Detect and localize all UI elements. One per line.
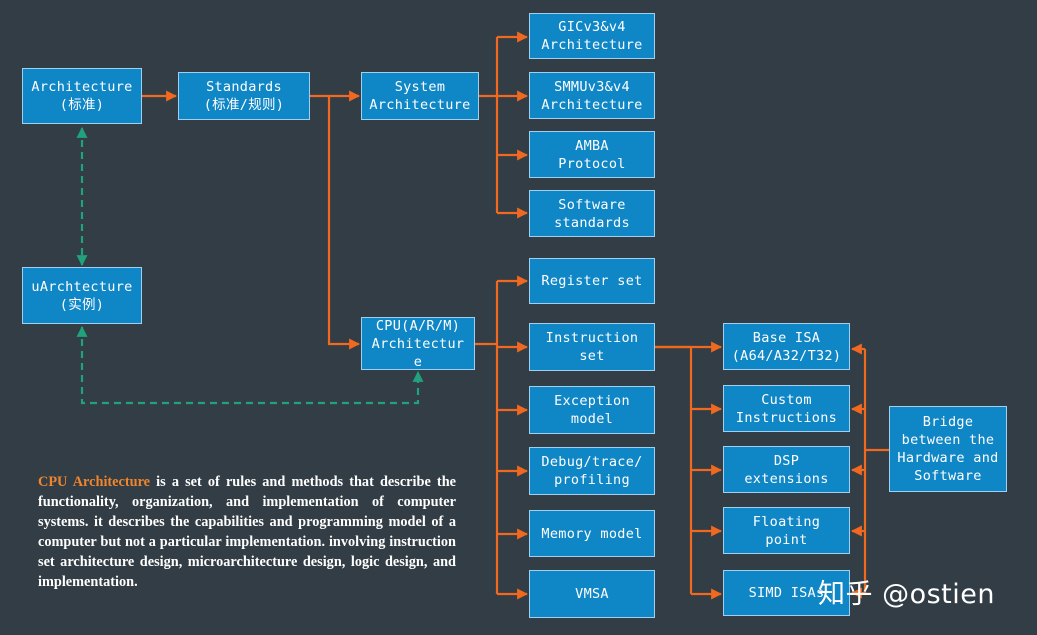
software-standards-node: Software standards — [529, 190, 655, 237]
debug-node-line1: Debug/trace/ — [541, 454, 643, 470]
smmu-node-line1: SMMUv3&v4 — [554, 78, 630, 95]
instruction-set-node-line2: set — [579, 348, 605, 364]
uarchitecture-node-line2: (实例) — [59, 296, 105, 313]
base-isa-node-line2: (A64/A32/T32) — [731, 347, 842, 364]
vmsa-node: VMSA — [529, 570, 655, 618]
software-standards-node-line2: standards — [554, 214, 630, 231]
amba-node: AMBA Protocol — [529, 131, 655, 178]
architecture-node-line2: (标准) — [59, 97, 105, 113]
instruction-set-node: Instruction set — [529, 323, 655, 371]
description-text: is a set of rules and methods that descr… — [38, 474, 456, 590]
simd-node: SIMD ISAs — [723, 570, 850, 616]
cpu-architecture-node: CPU(A/R/M) Architectur e — [361, 317, 475, 370]
gic-node-line1: GICv3&v4 — [558, 19, 626, 35]
bridge-node: Bridge between the Hardware and Software — [889, 406, 1007, 492]
amba-node-line2: Protocol — [558, 155, 626, 172]
standards-node: Standards (标准/规则) — [178, 72, 310, 120]
exception-model-node-line1: Exception — [554, 393, 630, 409]
system-architecture-node-line2: Architecture — [369, 97, 471, 113]
custom-instructions-node: Custom Instructions — [723, 385, 850, 432]
floating-point-node: Floating point — [723, 507, 850, 554]
gic-node: GICv3&v4 Architecture — [529, 13, 655, 59]
instruction-set-node-line1: Instruction — [545, 330, 639, 346]
memory-model-node: Memory model — [529, 510, 655, 557]
software-standards-node-line1: Software — [558, 196, 626, 213]
debug-node: Debug/trace/ profiling — [529, 447, 655, 495]
base-isa-node: Base ISA (A64/A32/T32) — [723, 323, 850, 370]
dsp-node-line2: extensions — [744, 470, 829, 487]
gic-node-line2: Architecture — [541, 37, 643, 53]
bridge-node-line2: between the — [901, 432, 995, 448]
exception-model-node: Exception model — [529, 386, 655, 434]
floating-point-node-line1: Floating — [752, 513, 821, 530]
system-architecture-node: System Architecture — [361, 72, 479, 120]
dsp-node-line1: DSP — [773, 452, 800, 469]
watermark-text: 知乎 @ostien — [818, 579, 995, 610]
system-architecture-node-line1: System — [394, 79, 446, 95]
description-highlight: CPU Architecture — [38, 474, 151, 490]
dashed-uarch-cpu — [76, 325, 424, 405]
uarchitecture-node-line1: uArchtecture — [31, 278, 133, 295]
register-set-node: Register set — [529, 258, 655, 304]
bridge-node-line1: Bridge — [922, 414, 974, 430]
architecture-node: Architecture (标准) — [22, 68, 142, 124]
debug-node-line2: profiling — [554, 472, 630, 488]
custom-instructions-node-line1: Custom — [761, 391, 812, 408]
smmu-node: SMMUv3&v4 Architecture — [529, 72, 655, 119]
amba-node-line1: AMBA — [575, 137, 609, 154]
standards-node-line2: (标准/规则) — [203, 97, 285, 113]
exception-model-node-line2: model — [570, 411, 614, 427]
arrow-standards-cpu — [327, 96, 361, 350]
bridge-node-line4: Software — [914, 468, 982, 484]
simd-node-line1: SIMD ISAs — [748, 585, 825, 601]
cpu-architecture-node-line3: e — [413, 353, 423, 370]
cpu-architecture-node-line1: CPU(A/R/M) — [375, 317, 461, 334]
floating-point-node-line2: point — [765, 531, 808, 548]
smmu-node-line2: Architecture — [541, 96, 643, 113]
architecture-node-line1: Architecture — [31, 79, 133, 95]
custom-instructions-node-line2: Instructions — [735, 409, 838, 426]
dsp-node: DSP extensions — [723, 446, 850, 493]
base-isa-node-line1: Base ISA — [752, 329, 821, 346]
description-paragraph: CPU Architecture is a set of rules and m… — [38, 472, 456, 592]
bridge-node-line3: Hardware and — [897, 450, 999, 466]
cpu-architecture-node-line2: Architectur — [371, 335, 465, 352]
register-set-node-line1: Register set — [541, 273, 643, 289]
vmsa-node-line1: VMSA — [575, 586, 609, 602]
memory-model-node-line1: Memory model — [541, 525, 643, 542]
standards-node-line1: Standards — [206, 79, 282, 95]
uarchitecture-node: uArchtecture (实例) — [22, 267, 142, 324]
